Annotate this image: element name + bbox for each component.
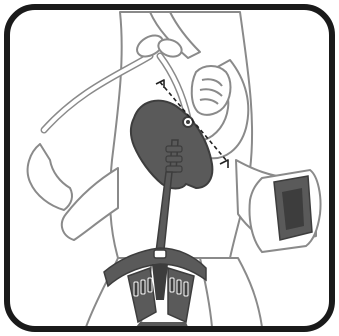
glove-block (250, 170, 321, 252)
gloved-hand-icon (192, 66, 231, 115)
